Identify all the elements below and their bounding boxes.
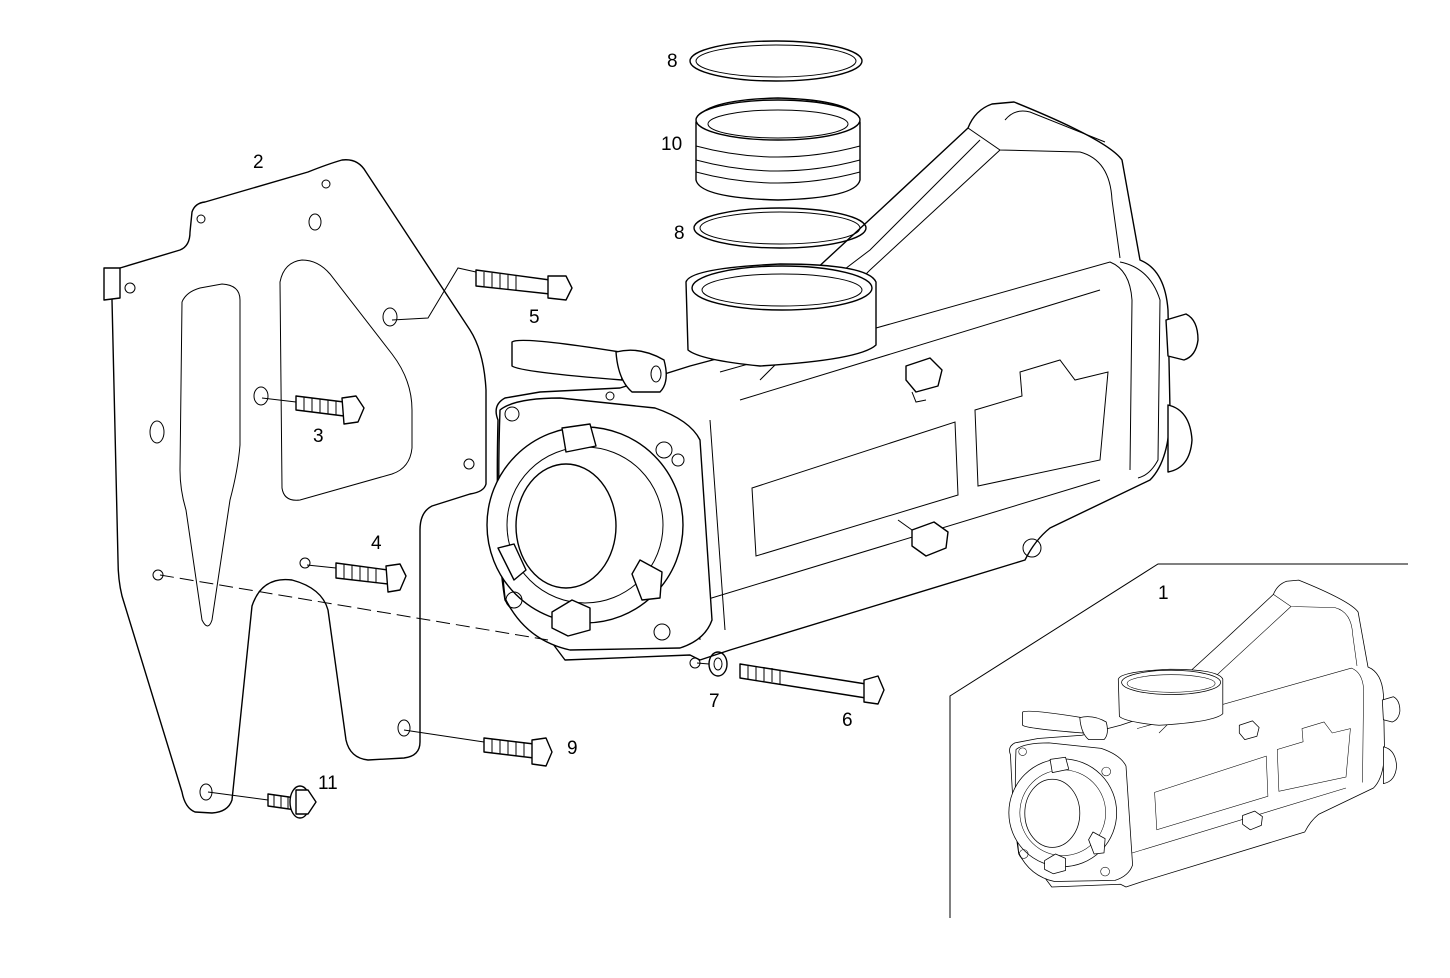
leader-lines xyxy=(159,267,710,801)
callout-8-upper: 8 xyxy=(667,51,678,72)
bolt-part-4[interactable] xyxy=(335,562,407,593)
callout-1: 1 xyxy=(1158,583,1169,604)
flange-bolt-part-11[interactable] xyxy=(267,785,317,819)
callout-2: 2 xyxy=(253,152,264,173)
inset-frame xyxy=(949,563,1408,918)
callout-5: 5 xyxy=(529,307,540,328)
callout-4: 4 xyxy=(371,533,382,554)
callout-labels: 1 2 3 4 5 6 7 8 8 9 10 11 xyxy=(253,51,1169,794)
cover-plate-part-2[interactable] xyxy=(103,159,487,814)
gearbox-housing-main[interactable] xyxy=(486,101,1199,669)
bolt-part-9[interactable] xyxy=(483,737,553,767)
callout-3: 3 xyxy=(313,426,324,447)
gearbox-assembly-part-1[interactable] xyxy=(1008,579,1401,888)
callout-7: 7 xyxy=(709,691,720,712)
bolt-part-6[interactable] xyxy=(739,663,885,705)
callout-8-lower: 8 xyxy=(674,223,685,244)
seal-part-10[interactable] xyxy=(695,97,861,201)
callout-11: 11 xyxy=(318,773,338,794)
callout-6: 6 xyxy=(842,710,853,731)
o-ring-part-8-lower[interactable] xyxy=(693,207,867,249)
callout-9: 9 xyxy=(567,738,578,759)
bolt-part-3[interactable] xyxy=(295,395,365,425)
washer-part-7[interactable] xyxy=(708,651,728,677)
o-ring-part-8-upper[interactable] xyxy=(689,40,863,82)
callout-10: 10 xyxy=(661,134,682,155)
bolt-part-5[interactable] xyxy=(475,269,573,301)
